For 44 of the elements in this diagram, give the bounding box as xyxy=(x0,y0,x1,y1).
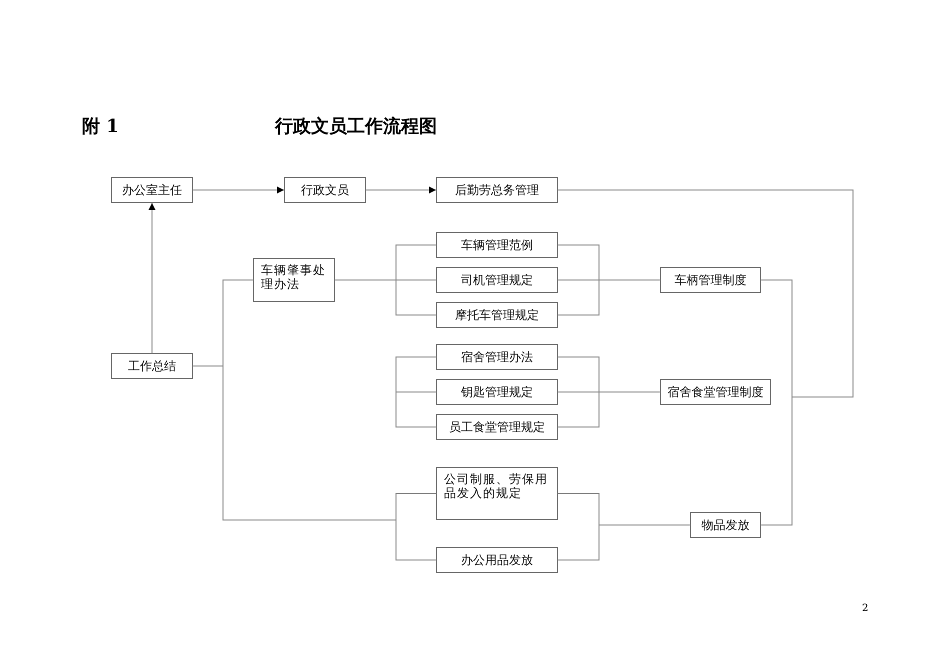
node-text: 车柄管理制度 xyxy=(674,273,746,287)
node-text: 员工食堂管理规定 xyxy=(449,420,545,434)
connector-line xyxy=(558,280,660,316)
page-number: 2 xyxy=(862,603,868,614)
arrow xyxy=(192,186,284,194)
connector-line xyxy=(558,392,660,428)
process-box xyxy=(111,177,193,203)
node-text: 公司制服、劳保用品发入的规定 xyxy=(444,472,549,500)
diagram-title: 行政文员工作流程图 xyxy=(275,115,437,138)
node-text: 后勤劳总务管理 xyxy=(455,183,539,197)
node-text: 工作总结 xyxy=(128,359,176,373)
process-box xyxy=(436,267,558,293)
node-text: 行政文员 xyxy=(301,183,349,197)
node-text: 办公用品发放 xyxy=(461,553,533,567)
process-box xyxy=(111,353,193,379)
node-text: 物品发放 xyxy=(702,518,750,532)
process-box xyxy=(284,177,366,203)
connector-line xyxy=(334,280,436,316)
appendix-label: 附 1 xyxy=(82,115,119,138)
node-text: 摩托车管理规定 xyxy=(455,308,539,322)
process-box xyxy=(690,512,761,538)
process-box xyxy=(436,467,558,520)
connector-line xyxy=(396,392,436,428)
process-box xyxy=(436,379,558,405)
connector-line xyxy=(396,356,436,392)
process-box xyxy=(436,232,558,258)
process-box xyxy=(436,344,558,370)
arrow xyxy=(148,202,156,354)
node-text: 车辆管理范例 xyxy=(461,238,533,252)
connector-line xyxy=(558,524,690,560)
process-box xyxy=(436,302,558,328)
process-box xyxy=(436,177,558,203)
process-box xyxy=(436,414,558,440)
node-text: 车辆肇事处理办法 xyxy=(261,263,327,291)
process-box xyxy=(436,547,558,573)
node-text: 宿舍食堂管理制度 xyxy=(668,385,764,399)
arrow xyxy=(366,186,436,194)
node-text: 司机管理规定 xyxy=(461,273,533,287)
process-box xyxy=(660,267,761,293)
node-text: 钥匙管理规定 xyxy=(461,385,533,399)
node-text: 宿舍管理办法 xyxy=(461,350,533,364)
process-box xyxy=(660,379,771,405)
node-text: 办公室主任 xyxy=(122,183,182,197)
process-box xyxy=(253,258,335,302)
